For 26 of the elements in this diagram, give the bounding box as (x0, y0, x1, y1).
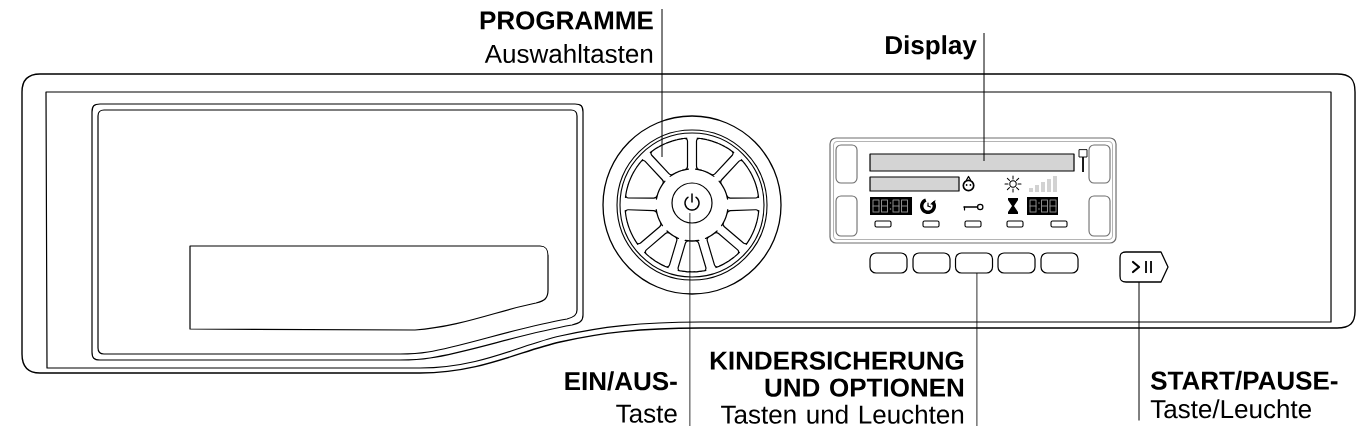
leader-line (689, 212, 691, 426)
option-button (954, 252, 994, 274)
callout-label: START/PAUSE- Taste/Leuchte (1150, 370, 1338, 419)
dial-button (624, 159, 666, 200)
dial-button (720, 208, 760, 245)
dial-button (718, 159, 760, 200)
option-button (997, 252, 1036, 274)
callout-label: Display (886, 35, 977, 60)
dial-button (694, 137, 735, 177)
dial-button (677, 239, 707, 273)
dial-button (644, 230, 680, 269)
option-button (1040, 252, 1079, 274)
callout-label: KINDERSICHERUNG UND OPTIONEN Tasten und Leuchten (710, 351, 964, 424)
leader-line (976, 272, 978, 426)
option-button (869, 252, 908, 274)
power-button (671, 182, 713, 224)
leader-line (983, 32, 985, 162)
leader-line (1138, 281, 1140, 421)
start-pause-button (1119, 251, 1169, 283)
dial-button (649, 137, 690, 177)
dial-button (704, 230, 740, 269)
dial-button (624, 208, 664, 245)
option-button (912, 252, 951, 274)
callout-label: PROGRAMME Auswahltasten (480, 11, 653, 64)
callout-label: EIN/AUS- Taste (565, 371, 677, 423)
display-bar (869, 153, 1075, 172)
